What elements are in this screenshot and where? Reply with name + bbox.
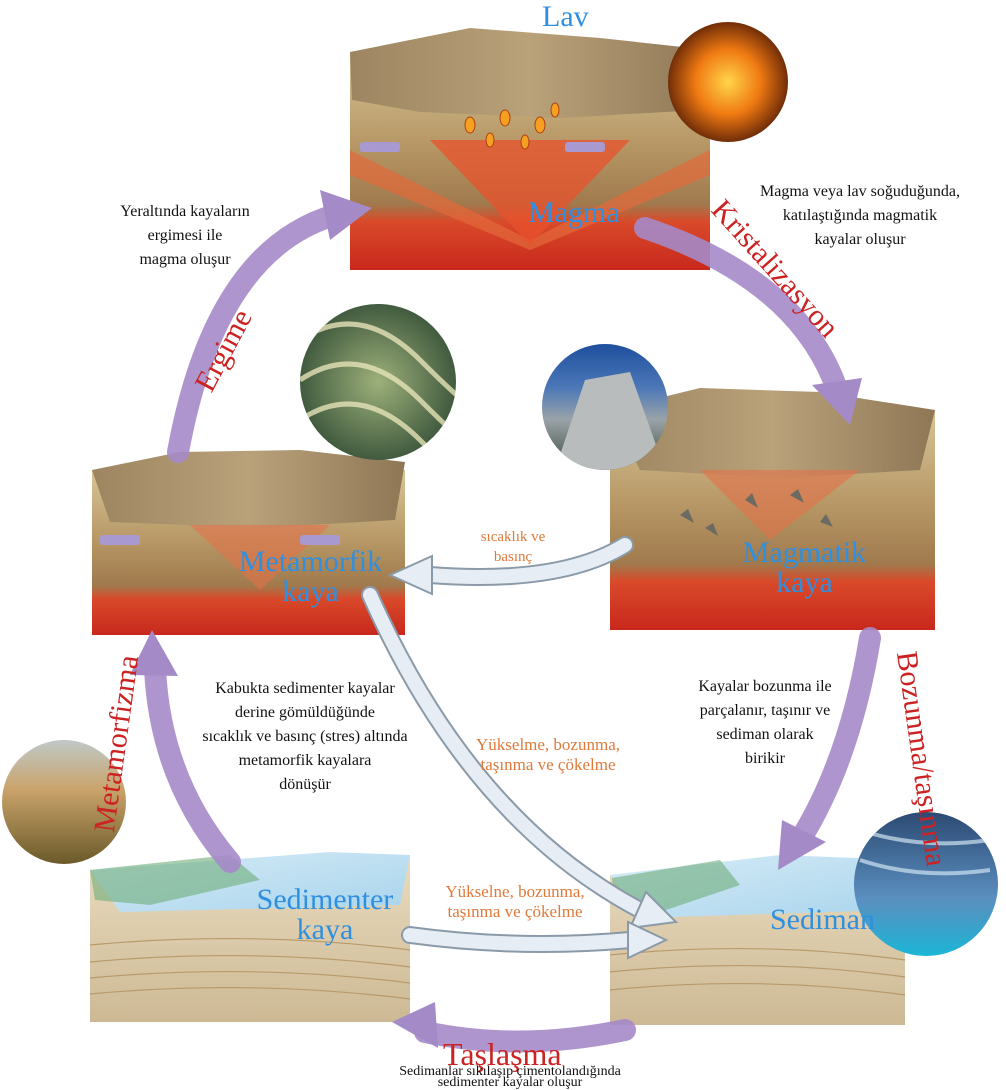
magma-label: Magma (528, 196, 620, 230)
kristalizasyon-note-line3: kayalar oluşur (725, 228, 995, 252)
sedimentary-rock-label-line2: kaya (245, 915, 405, 945)
granite-dome-photo (542, 344, 668, 470)
heat-pressure-text: sıcaklık ve basınç (458, 527, 568, 567)
metamorfizma-note-line4: metamorfik kayalara (175, 749, 435, 773)
bozunma-note-line3: sediman olarak (660, 723, 870, 747)
metamorfizma-label: Metamorfizma (88, 653, 145, 834)
magmatic-rock-label-line1: Magmatik (722, 538, 887, 568)
ergime-note: Yeraltında kayaların ergimesi ile magma … (90, 200, 280, 272)
kristalizasyon-note: Magma veya lav soğuduğunda, katılaştığın… (725, 180, 995, 252)
metamorphic-rock-block (92, 450, 405, 635)
ergime-note-line2: ergimesi ile (90, 224, 280, 248)
taslasma-note: Sedimanlar sıkılaşıp çimentolandığında s… (345, 1066, 675, 1088)
uplift-bottom-text-line1: Yükselne, bozunma, (420, 882, 610, 902)
uplift-center-text-line1: Yükselme, bozunma, (458, 735, 638, 755)
uplift-bottom-text-line2: taşınma ve çökelme (420, 902, 610, 922)
ergime-note-line1: Yeraltında kayaların (90, 200, 280, 224)
lav-label: Lav (542, 0, 589, 34)
metamorphic-rock-label-line2: kaya (228, 577, 393, 607)
bozunma-note-line4: birikir (660, 747, 870, 771)
metamorphic-rock-label: Metamorfik kaya (228, 547, 393, 607)
sediment-label: Sediman (770, 903, 875, 937)
metamorfizma-note: Kabukta sedimenter kayalar derine gömüld… (175, 677, 435, 797)
kristalizasyon-note-line2: katılaştığında magmatik (725, 204, 995, 228)
uplift-center-text-line2: taşınma ve çökelme (458, 755, 638, 775)
lava-photo (668, 22, 788, 142)
magmatic-rock-label: Magmatik kaya (722, 538, 887, 598)
metamorfizma-note-line1: Kabukta sedimenter kayalar (175, 677, 435, 701)
metamorfizma-note-line3: sıcaklık ve basınç (stres) altında (175, 725, 435, 749)
magmatic-rock-label-line2: kaya (722, 568, 887, 598)
heat-pressure-text-line1: sıcaklık ve (458, 527, 568, 547)
ergime-note-line3: magma oluşur (90, 248, 280, 272)
kristalizasyon-note-line1: Magma veya lav soğuduğunda, (725, 180, 995, 204)
bozunma-note-line1: Kayalar bozunma ile (660, 675, 870, 699)
uplift-center-text: Yükselme, bozunma, taşınma ve çökelme (458, 735, 638, 775)
sedimentary-rock-label: Sedimenter kaya (245, 885, 405, 945)
uplift-bottom-text: Yükselne, bozunma, taşınma ve çökelme (420, 882, 610, 922)
metamorphic-rock-label-line1: Metamorfik (228, 547, 393, 577)
bozunma-note: Kayalar bozunma ile parçalanır, taşınır … (660, 675, 870, 771)
metamorfizma-note-line2: derine gömüldüğünde (175, 701, 435, 725)
heat-pressure-text-line2: basınç (458, 547, 568, 567)
taslasma-note-line2: sedimenter kayalar oluşur (345, 1077, 675, 1088)
metamorfizma-note-line5: dönüşür (175, 773, 435, 797)
bozunma-note-line2: parçalanır, taşınır ve (660, 699, 870, 723)
sedimentary-rock-label-line1: Sedimenter (245, 885, 405, 915)
